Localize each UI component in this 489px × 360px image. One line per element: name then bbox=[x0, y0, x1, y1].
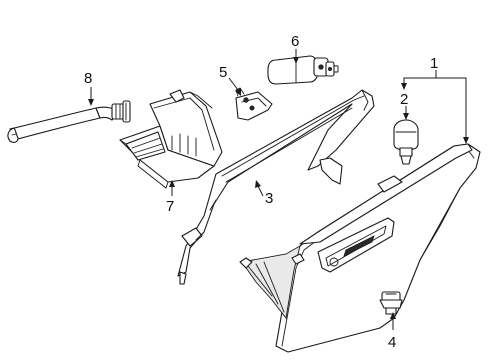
callout-5: 5 bbox=[219, 64, 227, 81]
callout-4: 4 bbox=[388, 334, 396, 351]
callout-2: 2 bbox=[400, 91, 408, 108]
callout-6: 6 bbox=[291, 33, 299, 50]
part-4-clip bbox=[379, 291, 403, 315]
part-7-tray bbox=[119, 89, 223, 189]
callout-leaders bbox=[88, 49, 469, 330]
part-8-hose bbox=[7, 100, 131, 143]
part-1-glove-box bbox=[239, 143, 481, 353]
callout-1: 1 bbox=[430, 55, 438, 72]
part-2-stop bbox=[393, 119, 419, 165]
callout-8: 8 bbox=[84, 70, 92, 87]
part-3-trim-panel bbox=[177, 89, 375, 285]
callout-7: 7 bbox=[166, 198, 174, 215]
callout-3: 3 bbox=[265, 190, 273, 207]
part-5-bracket bbox=[235, 87, 273, 121]
part-6-switch bbox=[267, 55, 339, 85]
